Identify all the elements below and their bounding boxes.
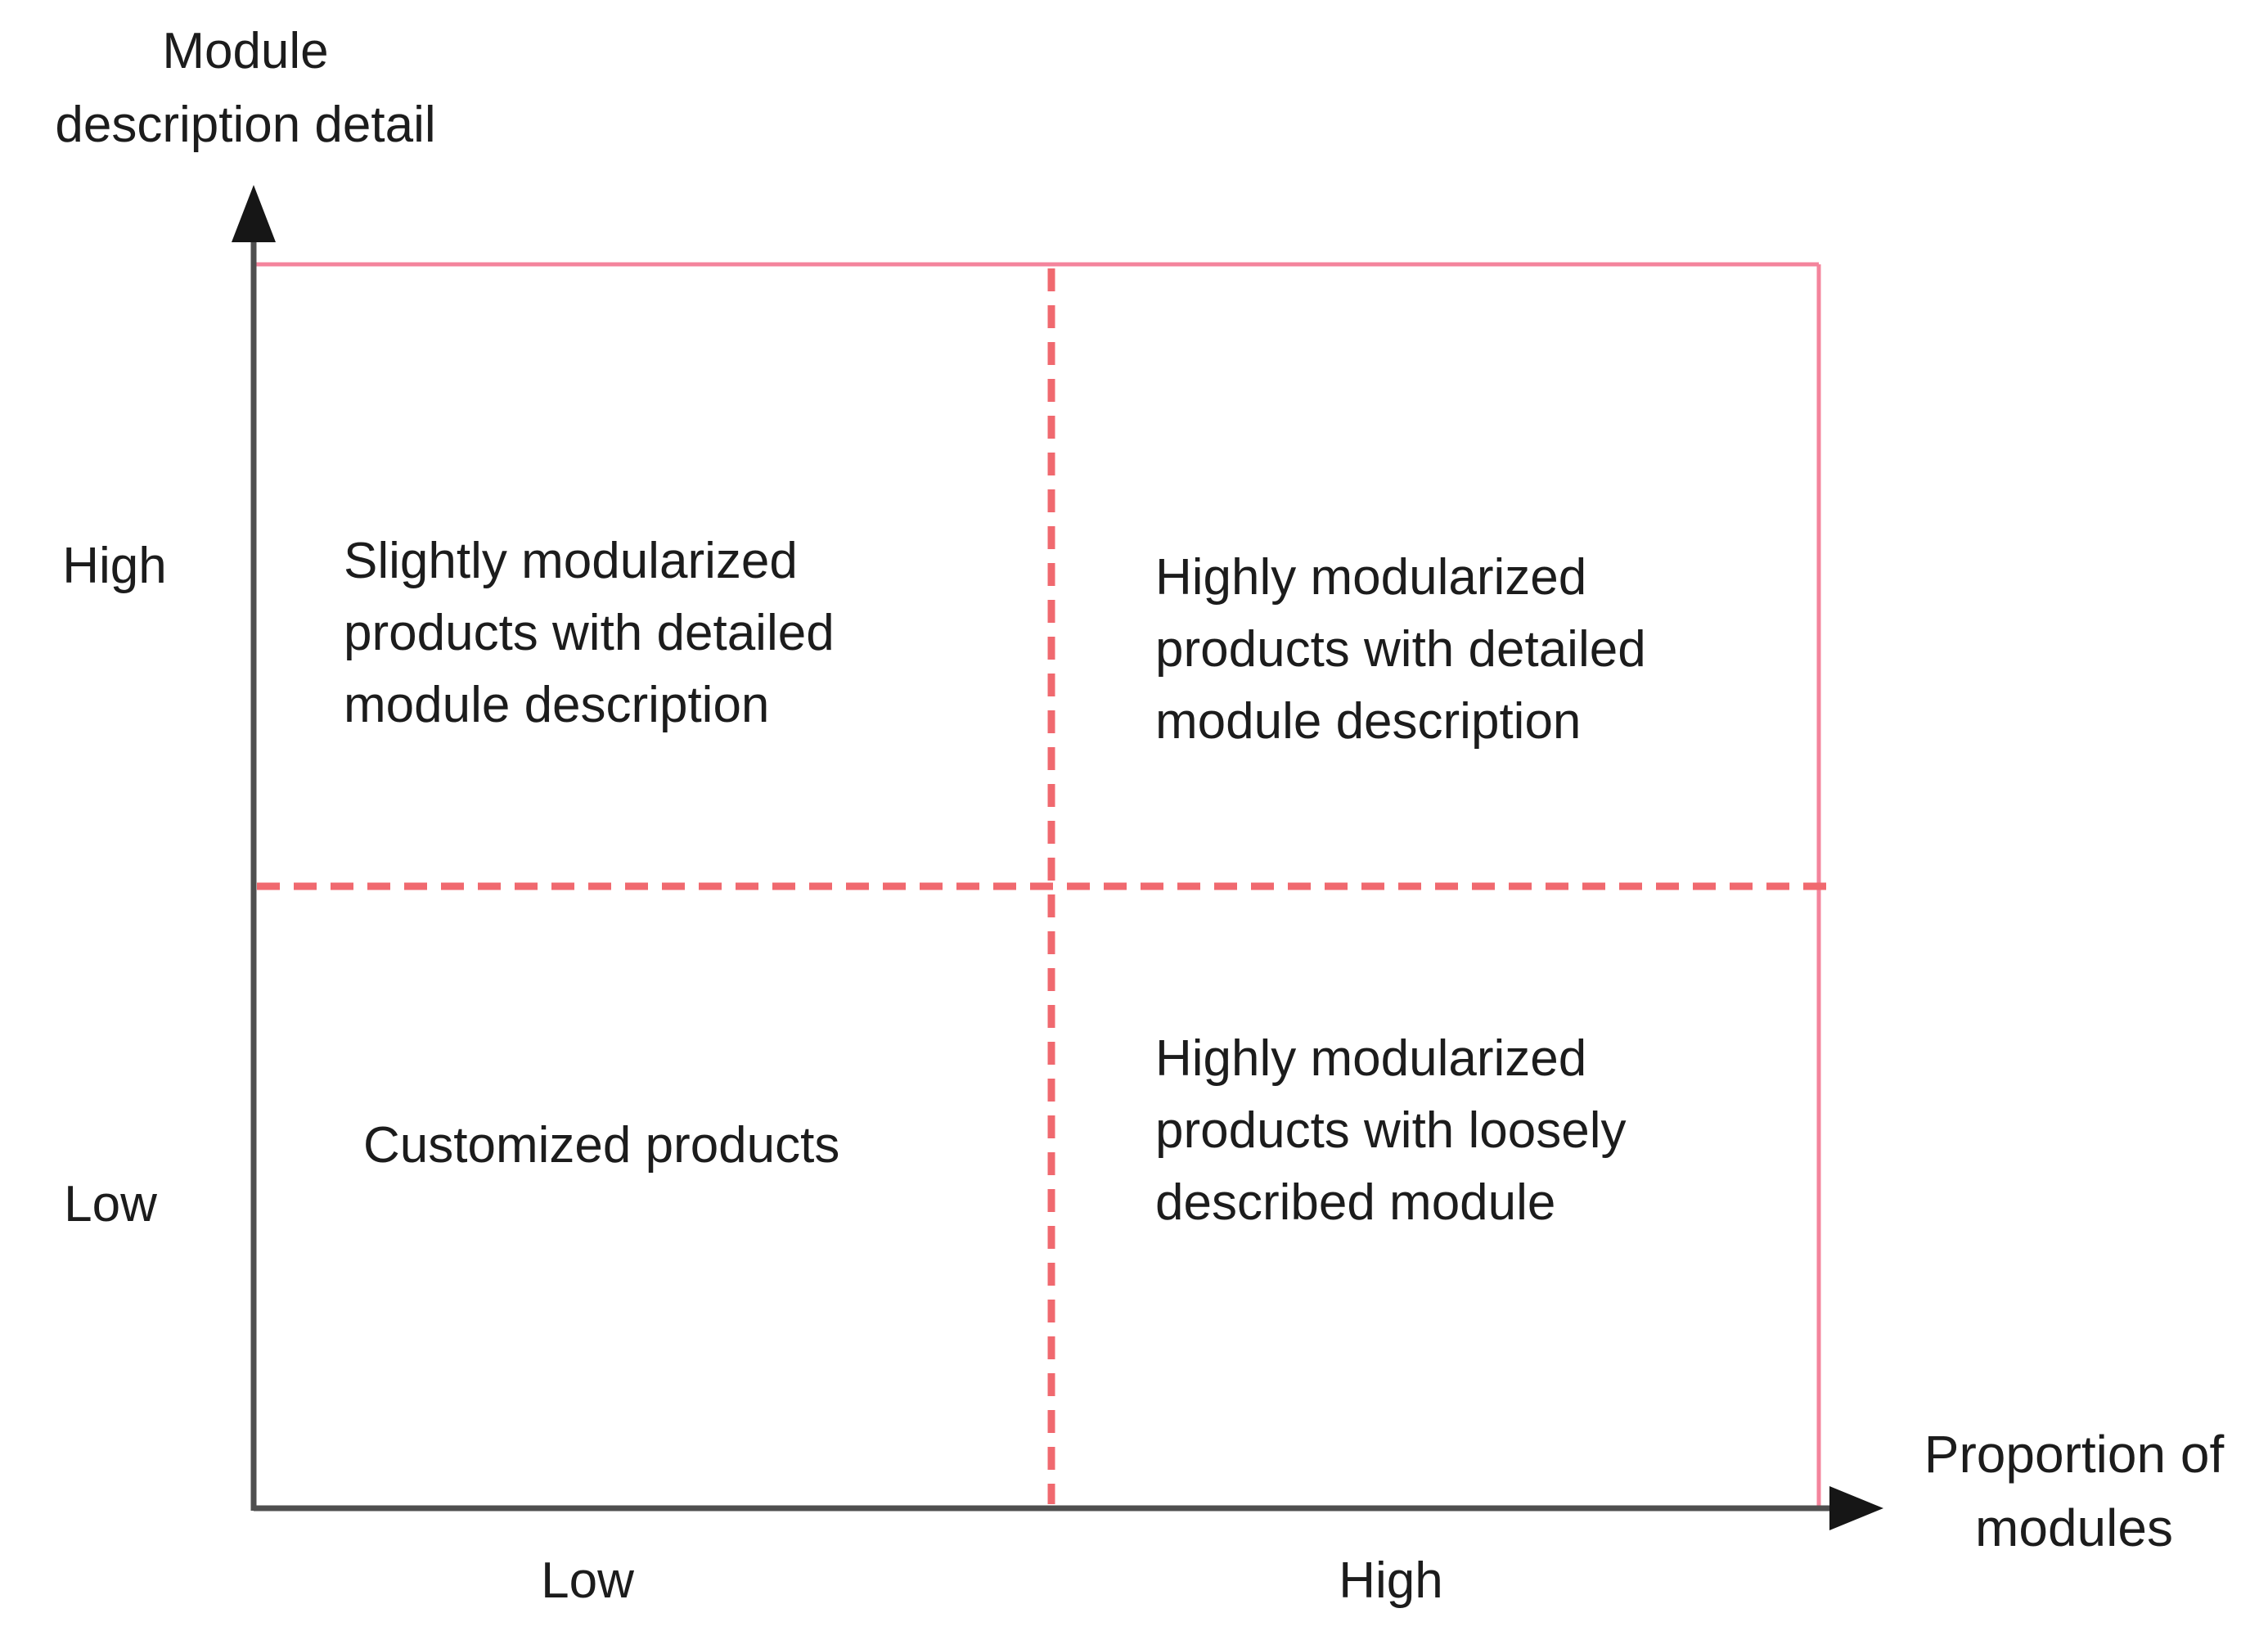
x-axis-arrow-icon <box>1829 1486 1883 1530</box>
quadrant-top-left-label: Slightly modularized products with detai… <box>344 525 835 741</box>
x-tick-high: High <box>1339 1552 1443 1609</box>
quadrant-bottom-left-line1: Customized products <box>363 1117 840 1174</box>
quadrant-bottom-right-line1: Highly modularized <box>1155 1030 1587 1087</box>
quadrant-bottom-right-label: Highly modularized products with loosely… <box>1155 1023 1627 1239</box>
y-tick-low: Low <box>64 1176 157 1232</box>
x-axis-title-line1: Proportion of <box>1924 1425 2225 1484</box>
quadrant-top-left-line1: Slightly modularized <box>344 533 798 589</box>
y-axis-title-line1: Module <box>162 23 329 79</box>
x-axis-title-line2: modules <box>1975 1498 2173 1557</box>
x-axis-title: Proportion of modules <box>1894 1417 2254 1565</box>
quadrant-top-right-line2: products with detailed <box>1155 621 1646 678</box>
quadrant-top-left-line3: module description <box>344 677 770 733</box>
y-axis-arrow-icon <box>232 185 276 242</box>
quadrant-top-right-line3: module description <box>1155 693 1582 750</box>
quadrant-bottom-right-line2: products with loosely <box>1155 1102 1627 1159</box>
quadrant-top-right-label: Highly modularized products with detaile… <box>1155 542 1646 758</box>
y-axis-title-line2: description detail <box>55 97 436 153</box>
quadrant-bottom-right-line3: described module <box>1155 1174 1556 1231</box>
quadrant-bottom-left-label: Customized products <box>363 1110 839 1182</box>
x-tick-low: Low <box>541 1552 634 1609</box>
quadrant-top-left-line2: products with detailed <box>344 605 835 661</box>
y-tick-high: High <box>62 538 167 594</box>
quadrant-top-right-line1: Highly modularized <box>1155 549 1587 606</box>
y-axis-title: Module description detail <box>25 15 466 162</box>
